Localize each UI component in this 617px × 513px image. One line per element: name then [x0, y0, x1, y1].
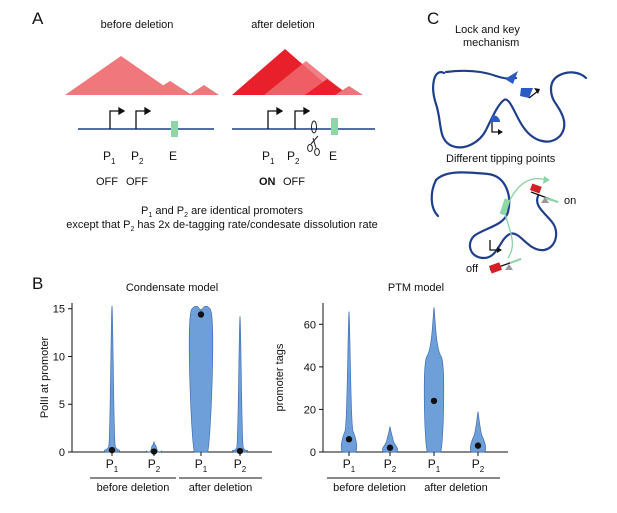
violin-3 [423, 307, 445, 453]
after-deletion-title: after deletion [251, 19, 315, 31]
label-enhancer-after: E [329, 149, 337, 163]
panel-label-b: B [32, 274, 43, 293]
label-p1-before: P1 [103, 149, 116, 166]
x-tick-label: P2 [472, 457, 485, 474]
on-label: on [564, 195, 576, 207]
lock-key-title-2: mechanism [463, 37, 519, 49]
x-tick-label: P2 [384, 457, 397, 474]
after-contact-peaks [232, 49, 363, 95]
state-p2-after: OFF [283, 176, 305, 188]
note-line-2: except that P2 has 2x de-tagging rate/co… [66, 219, 378, 233]
y-tick-label: 0 [59, 447, 65, 459]
median-dot-4 [236, 447, 244, 455]
label-enhancer-before: E [169, 149, 177, 163]
group-label: after deletion [189, 482, 253, 494]
before-deletion-title: before deletion [101, 19, 174, 31]
x-tick-label: P1 [428, 457, 441, 474]
lock-key-dna-strand [432, 71, 588, 149]
label-p2-after: P2 [287, 149, 300, 166]
panel-label-c: C [427, 9, 439, 28]
violin-1 [340, 311, 358, 453]
median-dot-1 [108, 446, 116, 454]
tipping-title: Different tipping points [446, 153, 556, 165]
x-tick-label: P2 [234, 457, 247, 474]
panel-label-a: A [32, 9, 44, 28]
y-tick-label: 20 [304, 404, 316, 416]
violin-2 [146, 441, 162, 453]
deletion-scissors-icon [307, 120, 320, 156]
enhancer-after [331, 118, 338, 135]
note-line-1: P1 and P2 are identical promoters [141, 205, 303, 219]
median-dot-3 [197, 311, 205, 318]
state-p2-before: OFF [126, 176, 148, 188]
promoter-arrows-after [267, 106, 311, 129]
x-tick-label: P1 [106, 457, 119, 474]
off-label: off [466, 263, 479, 275]
y-tick-label: 15 [53, 304, 65, 316]
chart-title: PTM model [388, 282, 444, 294]
y-tick-label: 0 [310, 447, 316, 459]
group-label: before deletion [333, 482, 406, 494]
y-tick-label: 60 [304, 319, 316, 331]
y-tick-label: 10 [53, 351, 65, 363]
violin-4 [232, 316, 248, 453]
median-dot-2 [150, 448, 158, 455]
x-tick-label: P1 [195, 457, 208, 474]
enhancer-before [171, 121, 178, 137]
before-contact-peaks [65, 56, 219, 95]
group-label: after deletion [424, 482, 488, 494]
y-tick-label: 5 [59, 399, 65, 411]
y-axis-label: promoter tags [274, 343, 286, 411]
label-p2-before: P2 [131, 149, 144, 166]
state-p1-before: OFF [96, 176, 118, 188]
violin-2 [382, 426, 398, 453]
median-dot-4 [474, 442, 482, 449]
median-dot-2 [386, 444, 394, 451]
median-dot-1 [345, 436, 353, 443]
y-tick-label: 40 [304, 362, 316, 374]
violin-4 [469, 411, 487, 453]
lock-key-strand-top [444, 69, 518, 80]
tipping-dna-strand [434, 171, 558, 260]
lock-key-title-1: Lock and key [455, 24, 520, 36]
y-axis-label: PolII at promoter [39, 337, 51, 419]
x-tick-label: P2 [148, 457, 161, 474]
promoter-arrows-before [109, 106, 152, 129]
violin-3 [188, 305, 214, 453]
label-p1-after: P1 [262, 149, 275, 166]
state-p1-after: ON [259, 176, 276, 188]
median-dot-3 [430, 397, 438, 405]
group-label: before deletion [97, 482, 170, 494]
x-tick-label: P1 [343, 457, 356, 474]
lock-key-icons [490, 71, 540, 135]
tipping-dna-strand-top [430, 178, 440, 218]
violin-1 [104, 305, 120, 453]
tipping-icons [488, 176, 559, 274]
chart-title: Condensate model [126, 282, 218, 294]
